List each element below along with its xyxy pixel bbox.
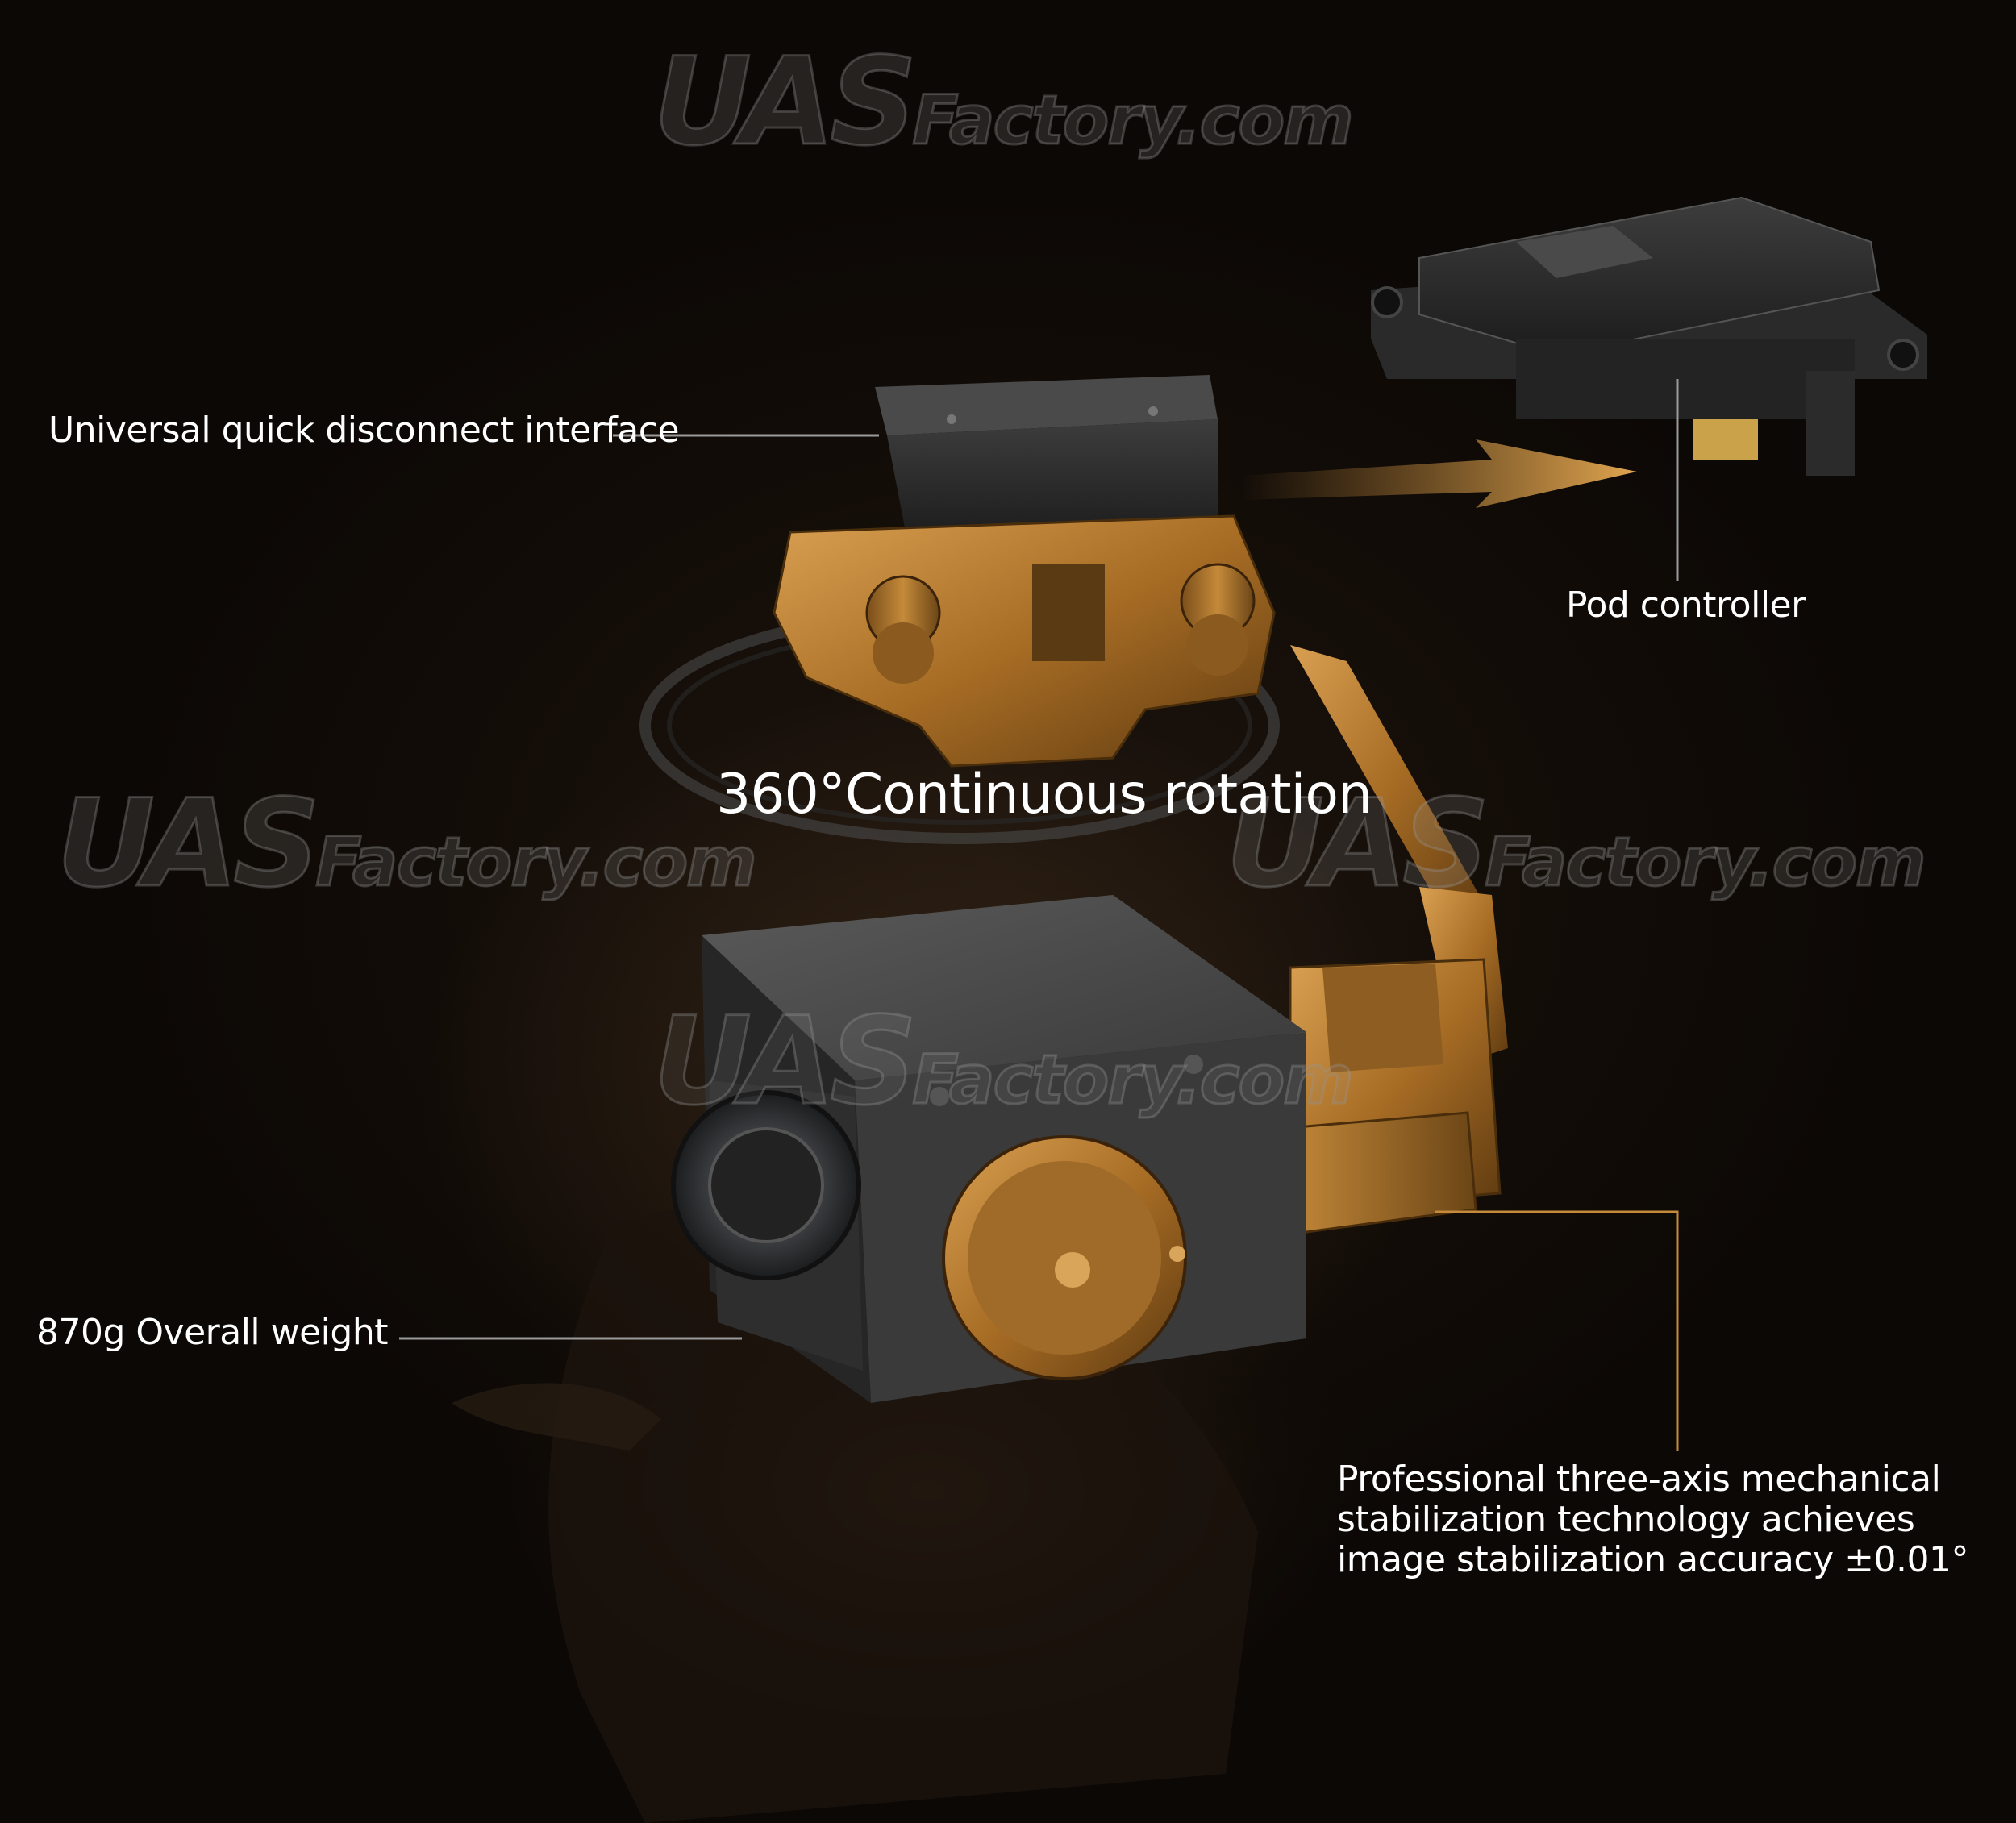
stabilization-line-2: stabilization technology achieves: [1337, 1499, 1915, 1540]
leader-line-stabilization: [1435, 1210, 1679, 1451]
roll-motor: [942, 1135, 1187, 1380]
stabilization-line-3: image stabilization accuracy ±0.01°: [1337, 1539, 1968, 1580]
pod-controller-unit: [1371, 196, 1927, 476]
label-stabilization: Professional three-axis mechanical stabi…: [1337, 1459, 1968, 1580]
label-pod-controller: Pod controller: [1566, 585, 1806, 626]
label-continuous-rotation: 360°Continuous rotation: [716, 763, 1372, 826]
damper-plate: [773, 514, 1276, 768]
direction-arrow: [1242, 439, 1637, 508]
watermark: UASFactory.com: [652, 991, 1355, 1134]
watermark: UASFactory.com: [1224, 773, 1927, 916]
quick-disconnect-block: [875, 375, 1218, 540]
label-quick-disconnect: Universal quick disconnect interface: [48, 410, 680, 451]
label-overall-weight: 870g Overall weight: [36, 1312, 388, 1353]
watermark: UASFactory.com: [55, 773, 758, 916]
stabilization-line-1: Professional three-axis mechanical: [1337, 1459, 1941, 1500]
watermark: UASFactory.com: [652, 31, 1355, 174]
